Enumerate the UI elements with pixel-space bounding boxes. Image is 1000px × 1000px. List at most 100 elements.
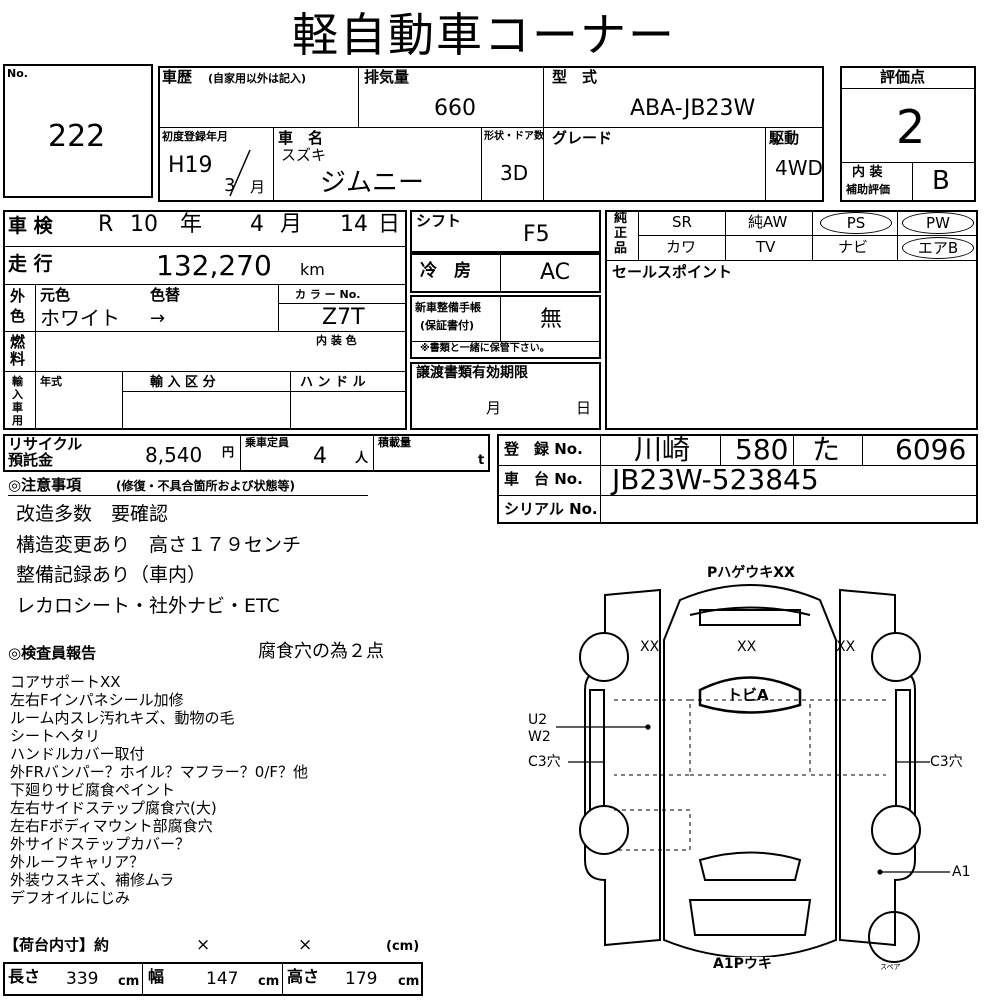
first-reg-month-unit: 月 bbox=[250, 178, 266, 196]
inspection-month-unit: 月 bbox=[280, 212, 303, 237]
model-type-value: ABA-JB23W bbox=[630, 96, 756, 121]
cargo-length-label: 長さ bbox=[8, 967, 41, 986]
chassis-label: 車 台 No. bbox=[504, 470, 583, 488]
diagram-left-side-label: C3穴 bbox=[528, 754, 561, 770]
first-reg-month: 3 bbox=[224, 175, 236, 196]
diagram-spare-label: スペア bbox=[880, 963, 901, 971]
serial-label: シリアル No. bbox=[504, 500, 598, 518]
notes-label: ◎注意事項 bbox=[8, 476, 82, 494]
car-name-label: 車 名 bbox=[278, 129, 324, 147]
cargo-unit-label: (cm) bbox=[386, 939, 420, 954]
spec-table bbox=[3, 210, 407, 430]
sales-point-label: セールスポイント bbox=[612, 263, 733, 281]
car-maker: スズキ bbox=[281, 146, 327, 164]
report-line: デフオイルにじみ bbox=[10, 889, 131, 907]
report-line: 下廻りサビ腐食ペイント bbox=[10, 781, 176, 799]
report-line: シートヘタリ bbox=[10, 727, 101, 745]
warranty-label-2: (保証書付) bbox=[420, 319, 475, 332]
warranty-note: ※書類と一緒に保管下さい。 bbox=[420, 343, 550, 354]
load-label: 積載量 bbox=[378, 436, 411, 449]
warranty-label-1: 新車整備手帳 bbox=[415, 301, 481, 314]
mileage-unit: km bbox=[300, 260, 325, 279]
ac-value: AC bbox=[540, 260, 571, 285]
transfer-month-unit: 月 bbox=[486, 399, 502, 417]
diagram-rear-label: A1Pウキ bbox=[711, 956, 774, 972]
transfer-label: 譲渡書類有効期限 bbox=[416, 365, 528, 381]
color-change-value: → bbox=[150, 308, 166, 329]
recycle-unit: 円 bbox=[222, 445, 235, 459]
import-handle-label: ハ ン ド ル bbox=[300, 375, 366, 390]
inspection-day: 14 bbox=[340, 212, 368, 237]
equip-ps-circled: PS bbox=[820, 212, 892, 234]
fuel-label-2: 料 bbox=[10, 350, 26, 368]
cargo-x1: × bbox=[196, 935, 211, 955]
diagram-front-label: PハゲウキXX bbox=[705, 565, 797, 581]
drive-value: 4WD bbox=[775, 156, 823, 180]
body-doors-value: 3D bbox=[500, 161, 529, 185]
displacement-label: 排気量 bbox=[364, 68, 410, 86]
note-line: レカロシート・社外ナビ・ETC bbox=[16, 595, 280, 617]
notes-sub: (修復・不具合箇所および状態等) bbox=[116, 479, 295, 493]
page-title: 軽自動車コーナー bbox=[292, 8, 676, 62]
warranty-box bbox=[410, 295, 601, 359]
mileage-label: 走 行 bbox=[8, 253, 53, 275]
shift-value: F5 bbox=[523, 222, 550, 247]
interior-label-2: 補助評価 bbox=[846, 183, 890, 196]
color-code-value: Z7T bbox=[322, 305, 365, 330]
note-line: 改造多数 要確認 bbox=[16, 503, 169, 525]
import-year-label: 年式 bbox=[40, 375, 62, 388]
report-line: ハンドルカバー取付 bbox=[10, 745, 145, 763]
equip-sr: SR bbox=[672, 213, 692, 231]
equip-pw: PW bbox=[926, 214, 950, 232]
registration-kana: た bbox=[812, 433, 841, 466]
score-value: 2 bbox=[896, 100, 926, 154]
registration-area: 川崎 bbox=[634, 433, 691, 466]
cargo-height-label: 高さ bbox=[287, 967, 320, 986]
registration-table bbox=[497, 434, 978, 524]
inspection-era: R bbox=[98, 212, 114, 237]
registration-label: 登 録 No. bbox=[504, 440, 583, 458]
history-sub: (自家用以外は記入) bbox=[208, 72, 307, 85]
report-line: 左右Fインパネシール加修 bbox=[10, 691, 184, 709]
cargo-table bbox=[3, 962, 423, 996]
diagram-w2-label: W2 bbox=[528, 729, 551, 745]
cargo-width: 147 bbox=[206, 969, 239, 989]
score-label: 評価点 bbox=[880, 68, 926, 86]
warranty-value: 無 bbox=[540, 307, 563, 332]
diagram-right-front-label: XX bbox=[836, 639, 856, 655]
registration-number: 6096 bbox=[895, 433, 967, 466]
report-line: 外FRバンパー？ホイル？マフラー？0/F？他 bbox=[10, 763, 309, 781]
inspection-year-unit: 年 bbox=[180, 212, 203, 237]
equip-airbag: エアB bbox=[917, 239, 959, 257]
diagram-a1-label: A1 bbox=[952, 864, 971, 880]
cargo-height-unit: cm bbox=[398, 974, 420, 989]
lot-box bbox=[3, 64, 153, 198]
lot-number: 222 bbox=[48, 119, 106, 154]
interior-label-1: 内 装 bbox=[852, 165, 883, 180]
history-label: 車歴 bbox=[162, 68, 193, 86]
equip-ps: PS bbox=[846, 214, 866, 232]
transfer-day-unit: 日 bbox=[576, 399, 592, 417]
car-name: ジムニー bbox=[320, 168, 425, 198]
equip-label-2: 品 bbox=[614, 241, 628, 256]
report-line: 左右Fボディマウント部腐食穴 bbox=[10, 817, 213, 835]
first-reg-era: H19 bbox=[168, 153, 213, 178]
diagram-roof-label: トビA bbox=[727, 686, 769, 704]
color-group-label-1: 外 bbox=[10, 287, 26, 305]
drive-label: 駆動 bbox=[769, 129, 800, 147]
capacity-unit: 人 bbox=[355, 451, 369, 466]
interior-color-label: 内 装 色 bbox=[316, 334, 357, 347]
score-box bbox=[840, 66, 976, 202]
report-line: 外装ウスキズ、補修ムラ bbox=[10, 871, 175, 889]
import-label-1: 入 bbox=[12, 388, 23, 401]
fuel-label-1: 燃 bbox=[10, 333, 26, 351]
registration-class: 580 bbox=[735, 433, 789, 466]
capacity-label: 乗車定員 bbox=[245, 436, 289, 449]
capacity-value: 4 bbox=[313, 444, 327, 469]
import-label-2: 車 bbox=[12, 401, 23, 414]
equip-alloy-wheels: 純AW bbox=[748, 213, 788, 231]
equip-pw-circled: PW bbox=[902, 212, 974, 234]
diagram-u2-label: U2 bbox=[528, 712, 548, 728]
import-class-label: 輸 入 区 分 bbox=[150, 375, 216, 390]
cargo-label: 【荷台内寸】約 bbox=[4, 936, 110, 954]
